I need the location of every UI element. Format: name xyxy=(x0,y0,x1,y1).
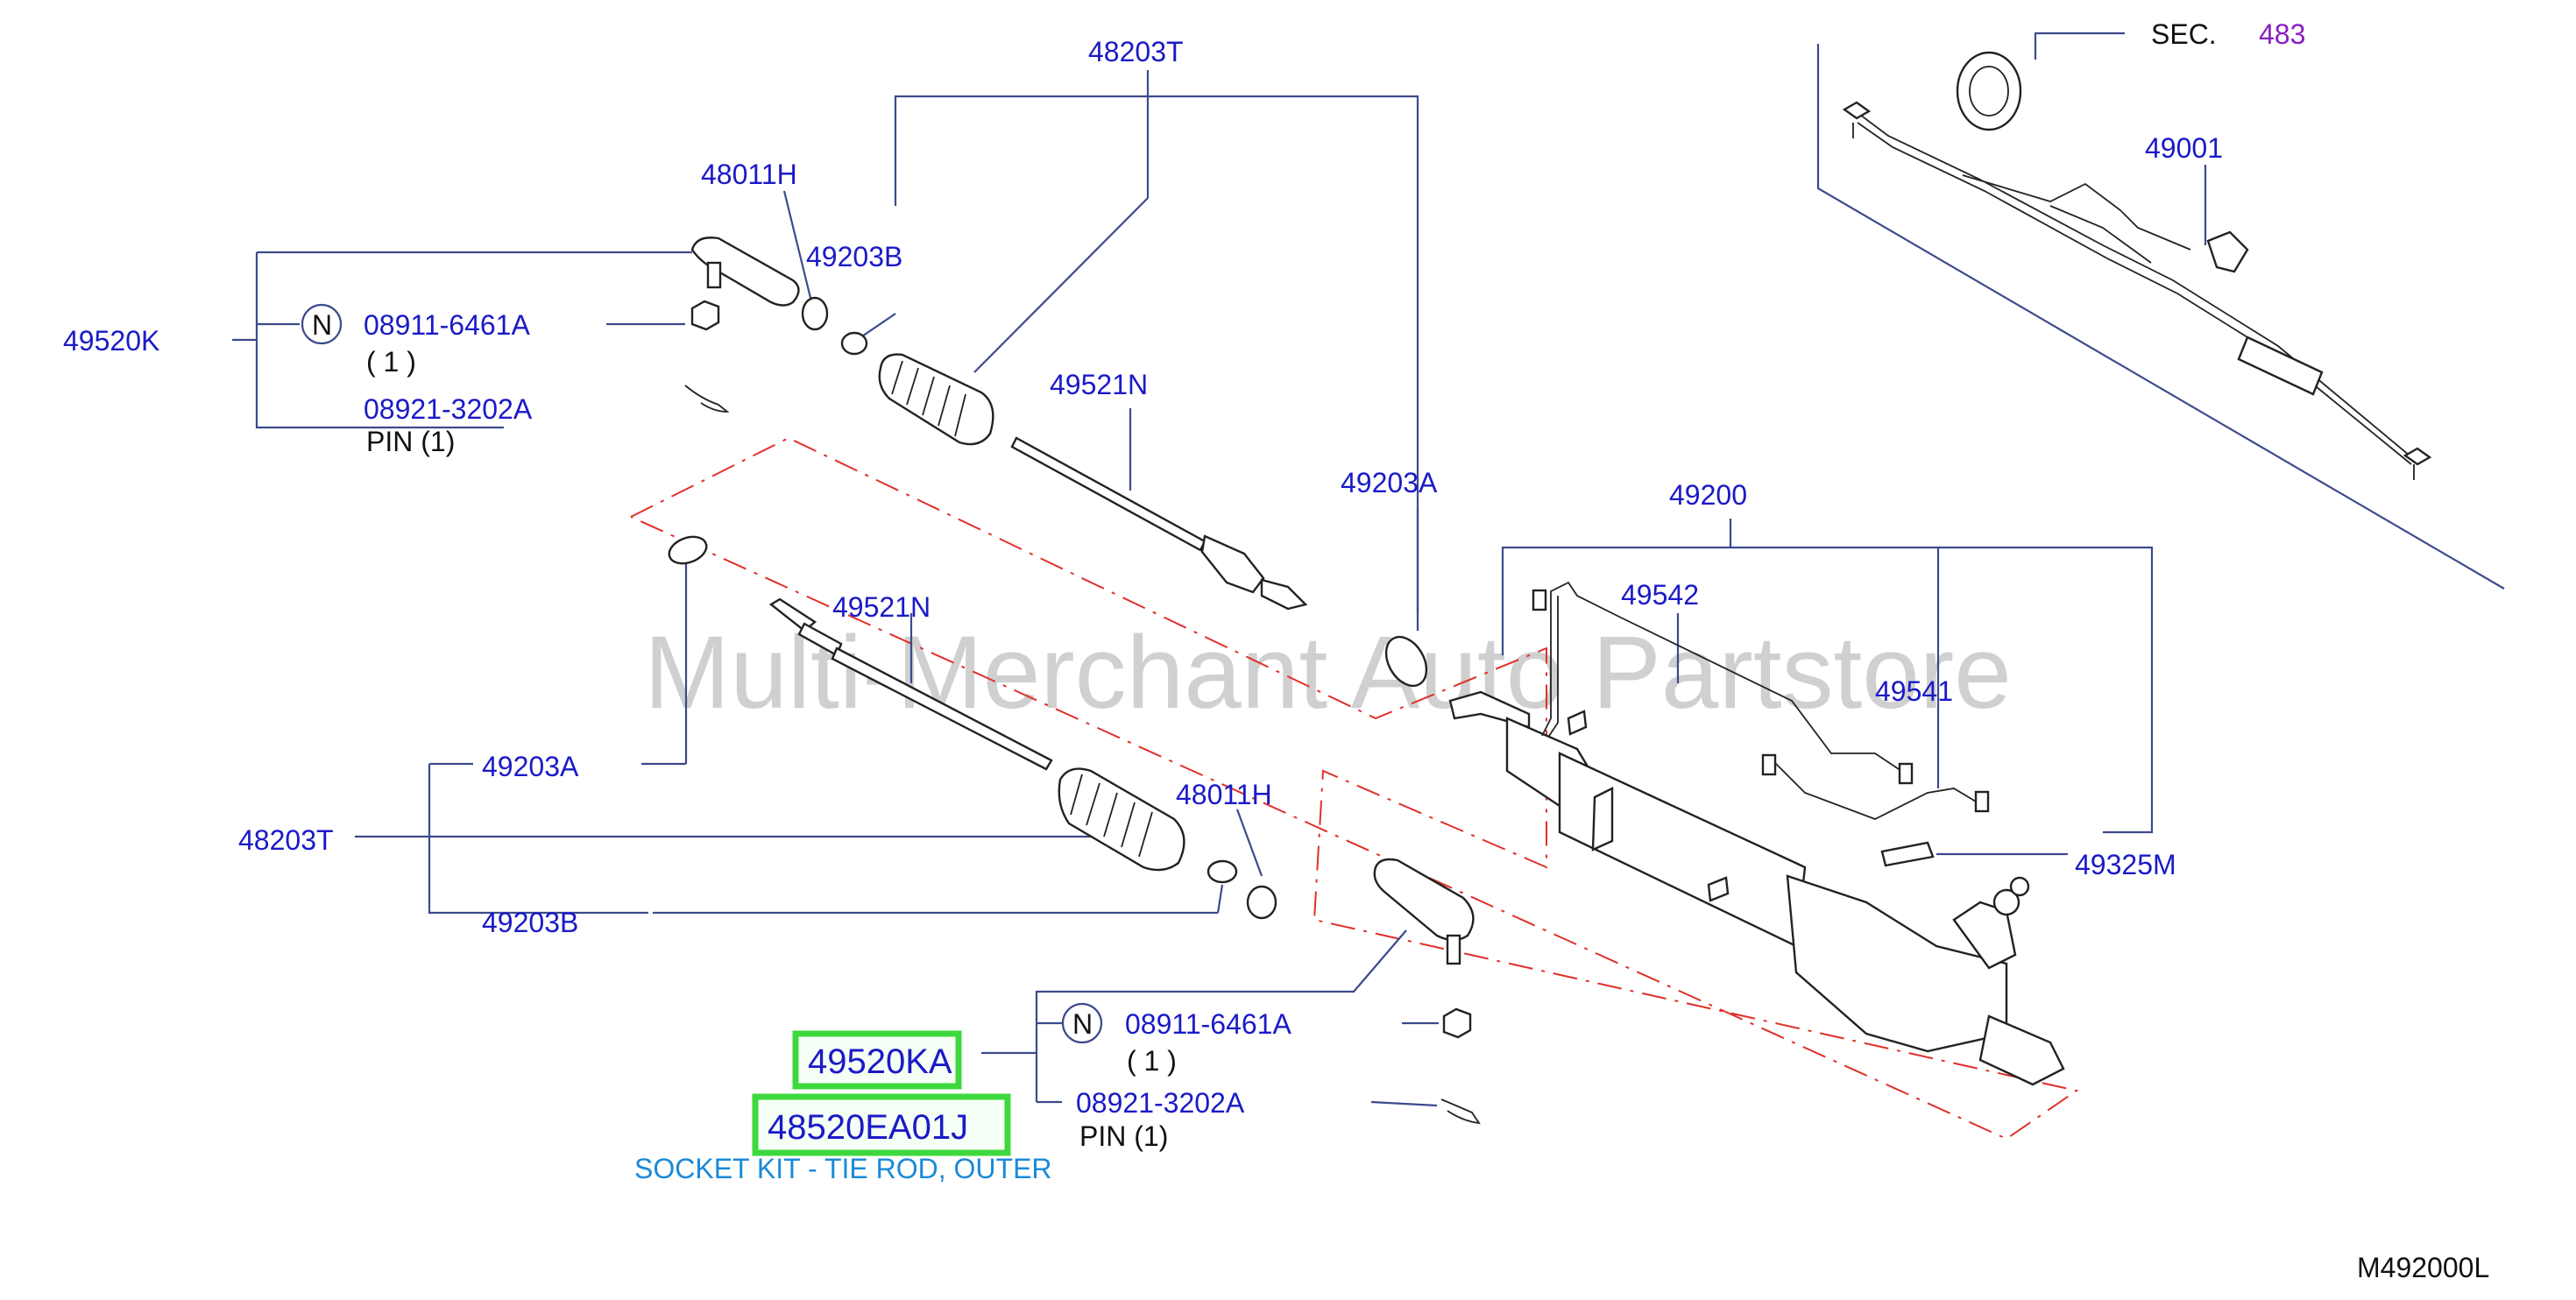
inner-tie-rod-top xyxy=(1010,436,1308,611)
label-49203B-left[interactable]: 49203B xyxy=(482,907,578,938)
lock-nut-low xyxy=(1442,1007,1472,1039)
jam-nut-low xyxy=(1246,885,1277,920)
label-49521N-mid[interactable]: 49521N xyxy=(832,591,931,623)
highlight-part-b[interactable]: 48520EA01J xyxy=(768,1108,968,1147)
highlight-49520KA[interactable]: 49520KA xyxy=(792,1030,962,1090)
label-49203A-left[interactable]: 49203A xyxy=(482,751,579,782)
label-49542[interactable]: 49542 xyxy=(1621,579,1699,611)
label-48203T-top[interactable]: 48203T xyxy=(1088,36,1184,67)
label-49520K[interactable]: 49520K xyxy=(63,325,159,357)
section-ref-number[interactable]: 483 xyxy=(2259,18,2305,50)
cotter-pin-top xyxy=(684,385,730,413)
n-marker-low: N xyxy=(1061,1002,1103,1044)
qty-nut-low: ( 1 ) xyxy=(1127,1045,1177,1077)
inner-tie-rod-left xyxy=(768,597,1053,771)
outer-tie-rod-end-top xyxy=(690,237,800,307)
jam-nut-top xyxy=(801,296,829,331)
section-ref-label: SEC. xyxy=(2151,18,2217,50)
hydraulic-lines xyxy=(1532,581,1990,867)
label-49200[interactable]: 49200 xyxy=(1669,479,1747,511)
label-pin-top[interactable]: 08921-3202A xyxy=(364,393,533,425)
n-marker-top: N xyxy=(301,303,343,345)
svg-text:N: N xyxy=(312,309,332,341)
highlight-part-a[interactable]: 49520KA xyxy=(808,1042,952,1081)
boot-clamp-left xyxy=(668,535,708,565)
boot-clamp-small-top xyxy=(840,331,868,356)
part-description: SOCKET KIT - TIE ROD, OUTER xyxy=(634,1153,1052,1184)
boot-clamp-right xyxy=(1384,635,1428,688)
label-48203T-left[interactable]: 48203T xyxy=(238,824,334,856)
label-nut-low[interactable]: 08911-6461A xyxy=(1125,1008,1292,1040)
outer-tie-rod-end-low xyxy=(1373,858,1475,965)
label-48011H-top[interactable]: 48011H xyxy=(701,159,797,190)
label-49541[interactable]: 49541 xyxy=(1875,675,1953,707)
label-49001[interactable]: 49001 xyxy=(2145,132,2223,164)
qty-pin-top: PIN (1) xyxy=(366,426,455,457)
boot-clamp-small-low xyxy=(1207,859,1238,884)
rack-assembly-thumbnail xyxy=(1842,51,2432,480)
cotter-pin-low xyxy=(1440,1099,1481,1125)
label-49521N-top[interactable]: 49521N xyxy=(1050,369,1148,400)
qty-pin-low: PIN (1) xyxy=(1079,1120,1168,1152)
diagram-code: M492000L xyxy=(2357,1252,2489,1283)
label-49203B-top[interactable]: 49203B xyxy=(806,241,902,272)
lock-nut-top xyxy=(690,300,720,331)
leader-lines xyxy=(232,32,2505,1107)
boot-left xyxy=(1058,767,1185,872)
watermark: Multi-Merchant Auto Partstore xyxy=(644,615,2012,731)
highlight-48520EA01J[interactable]: 48520EA01J xyxy=(752,1093,1011,1156)
datum-outline xyxy=(630,436,2079,1141)
label-49203A-right[interactable]: 49203A xyxy=(1341,467,1438,498)
label-nut-top[interactable]: 08911-6461A xyxy=(364,309,530,341)
label-48011H-low[interactable]: 48011H xyxy=(1176,779,1272,810)
steering-rack-assembly xyxy=(1448,690,2065,1086)
label-49325M[interactable]: 49325M xyxy=(2075,849,2176,880)
qty-nut-top: ( 1 ) xyxy=(366,346,416,378)
boot-top xyxy=(878,353,994,446)
svg-text:N: N xyxy=(1072,1008,1093,1040)
label-pin-low[interactable]: 08921-3202A xyxy=(1076,1087,1245,1119)
